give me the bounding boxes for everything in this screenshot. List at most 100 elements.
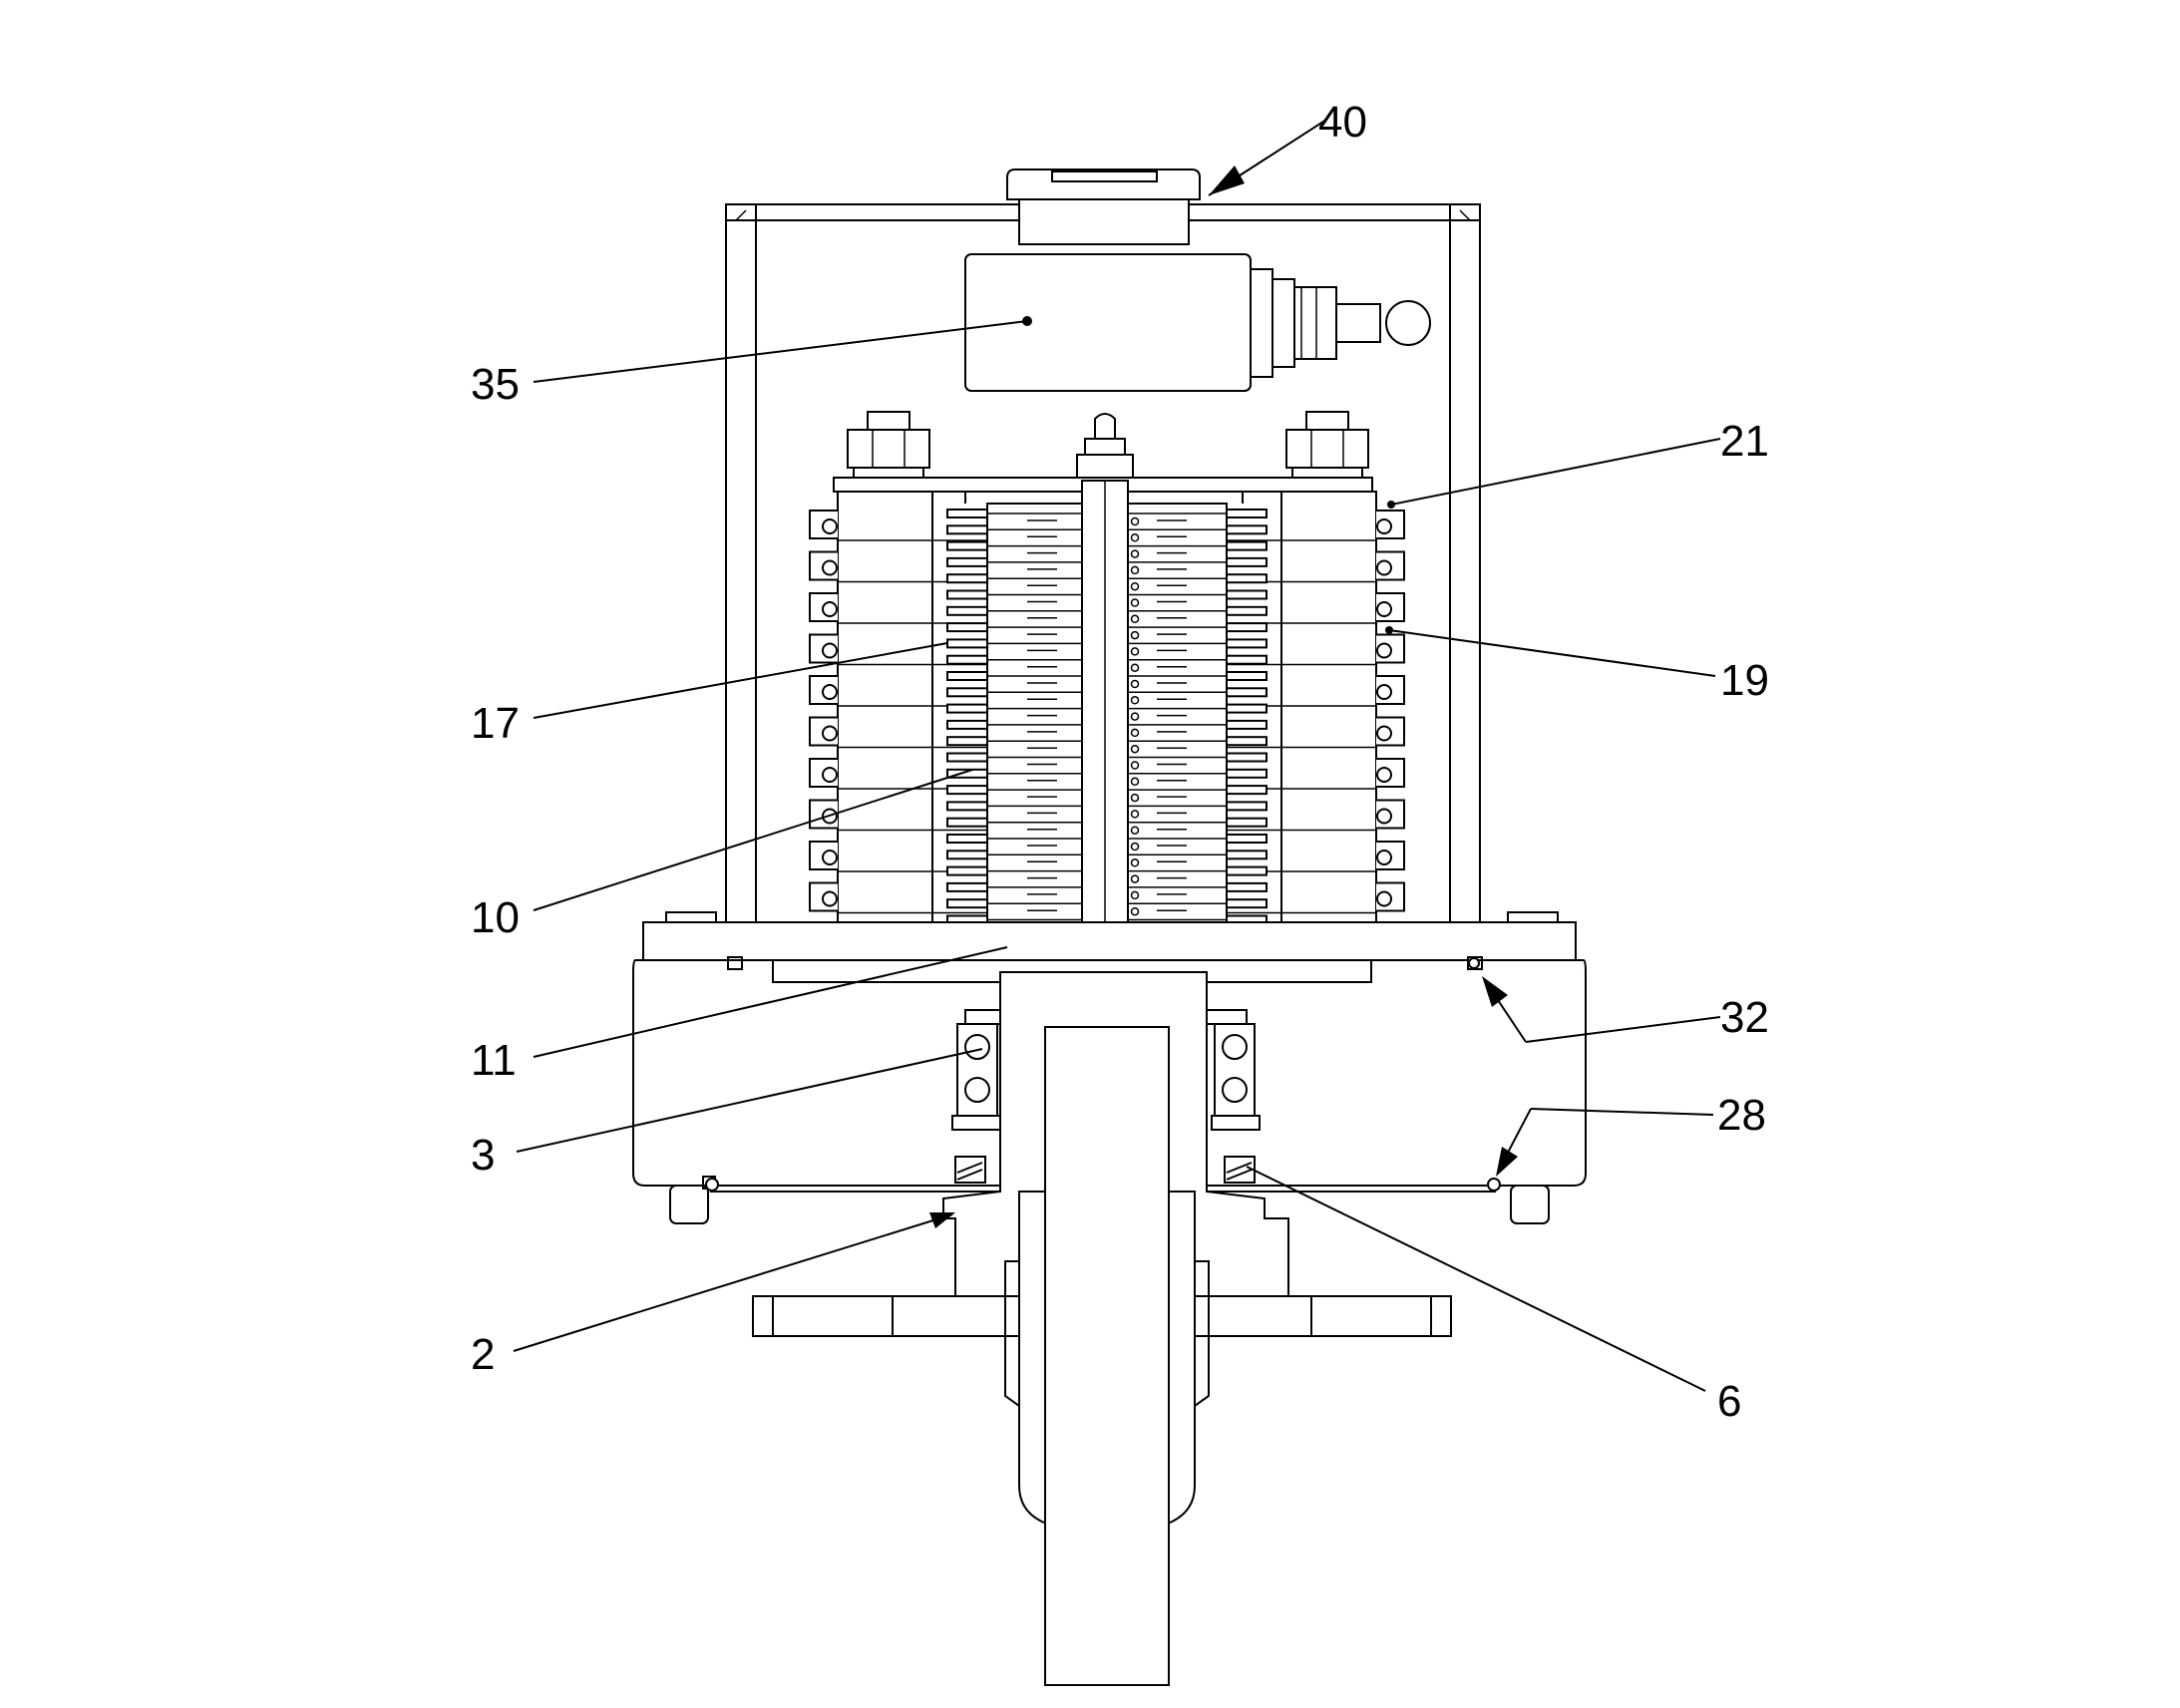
leader-10 (533, 769, 973, 911)
right-brush (1226, 703, 1268, 714)
right-brush (1226, 768, 1268, 779)
right-brush (1226, 898, 1268, 909)
ball-contact (1130, 614, 1140, 624)
right-brush (1226, 605, 1268, 616)
right-contact-ball (1376, 601, 1392, 617)
right-brush (1226, 881, 1268, 892)
left-seal (954, 1156, 986, 1184)
right-brush (1226, 785, 1268, 796)
right-contact-ball (1376, 850, 1392, 865)
label-3: 3 (471, 1131, 495, 1180)
center-bolt (1076, 413, 1134, 482)
right-contact-ball (1376, 559, 1392, 576)
left-brush (946, 768, 988, 779)
rotor-stack (946, 480, 1268, 980)
left-brush (946, 509, 988, 518)
left-bearing (951, 1009, 1006, 1131)
left-contact-ball (822, 559, 838, 576)
left-brush (946, 898, 988, 909)
left-brush (946, 801, 988, 812)
label-6: 6 (1717, 1377, 1741, 1426)
left-brush (946, 524, 988, 535)
left-contact-ball (822, 684, 838, 700)
left-brush (946, 687, 988, 698)
right-brush (1226, 719, 1268, 730)
label-17: 17 (471, 699, 520, 748)
left-contact-ball (822, 767, 838, 783)
ball-contact (1130, 647, 1140, 656)
ball-contact (1130, 598, 1140, 607)
right-brush (1226, 573, 1268, 584)
ball-contact (1130, 533, 1140, 542)
left-brush (946, 881, 988, 892)
leader-6 (1246, 1166, 1706, 1392)
label-19: 19 (1720, 656, 1769, 705)
right-brush (1226, 589, 1268, 600)
ball-contact (1130, 663, 1140, 672)
label-40: 40 (1318, 98, 1367, 147)
label-32: 32 (1720, 993, 1769, 1042)
right-contact-ball (1376, 767, 1392, 783)
left-brush (946, 622, 988, 633)
leader-lines (513, 119, 1721, 1392)
label-2: 2 (471, 1330, 495, 1379)
right-contact-ball (1376, 642, 1392, 659)
left-brush (946, 556, 988, 567)
ball-contact (1130, 761, 1140, 770)
right-contact-ball (1376, 890, 1392, 907)
top-cap-40 (1006, 169, 1201, 245)
left-brush (946, 850, 988, 860)
label-28: 28 (1717, 1091, 1766, 1140)
left-brush (946, 752, 988, 763)
left-brush (946, 719, 988, 730)
leader-35 (533, 320, 1028, 383)
ball-contact (1130, 842, 1140, 852)
reference-labels: 40 35 21 19 17 10 11 32 3 28 2 6 (471, 98, 1769, 1426)
right-contact-ball (1376, 808, 1392, 825)
ball-contact (1130, 630, 1140, 640)
right-brush (1226, 736, 1268, 747)
ball-contact (1130, 858, 1140, 867)
leader-28-a (1530, 1108, 1714, 1116)
left-brush (946, 573, 988, 584)
ball-contact (1130, 679, 1140, 689)
component-box-35 (964, 253, 1431, 392)
left-brush (946, 540, 988, 551)
right-bearing (1206, 1009, 1261, 1131)
left-brush (946, 589, 988, 600)
left-contact-ball (822, 850, 838, 865)
ball-contact (1130, 810, 1140, 819)
right-contact-ball (1376, 518, 1392, 534)
right-brush (1226, 622, 1268, 633)
right-seal (1224, 1156, 1256, 1184)
ball-contact (1130, 744, 1140, 754)
left-brush (946, 654, 988, 665)
right-brush (1226, 556, 1268, 567)
left-brush (946, 817, 988, 828)
right-brush (1226, 801, 1268, 812)
left-contact-ball (822, 642, 838, 659)
right-brush (1226, 509, 1268, 518)
left-brush (946, 736, 988, 747)
right-brush (1226, 687, 1268, 698)
left-contact-ball (822, 890, 838, 907)
left-contact-ball (822, 725, 838, 742)
ball-contact (1130, 826, 1140, 835)
ball-contact (1130, 874, 1140, 883)
leader-2 (513, 1213, 953, 1352)
leader-11 (533, 946, 1008, 1058)
right-contact-ball (1376, 725, 1392, 742)
left-brush (946, 834, 988, 844)
left-brush (946, 703, 988, 714)
left-brush (946, 638, 988, 649)
leader-3 (516, 1048, 983, 1153)
right-brush (1226, 638, 1268, 649)
right-brush (1226, 752, 1268, 763)
ball-contact (1130, 712, 1140, 721)
ball-contact (1130, 793, 1140, 803)
right-brush (1226, 865, 1268, 876)
ball-contact (1130, 728, 1140, 738)
right-brush (1226, 850, 1268, 860)
